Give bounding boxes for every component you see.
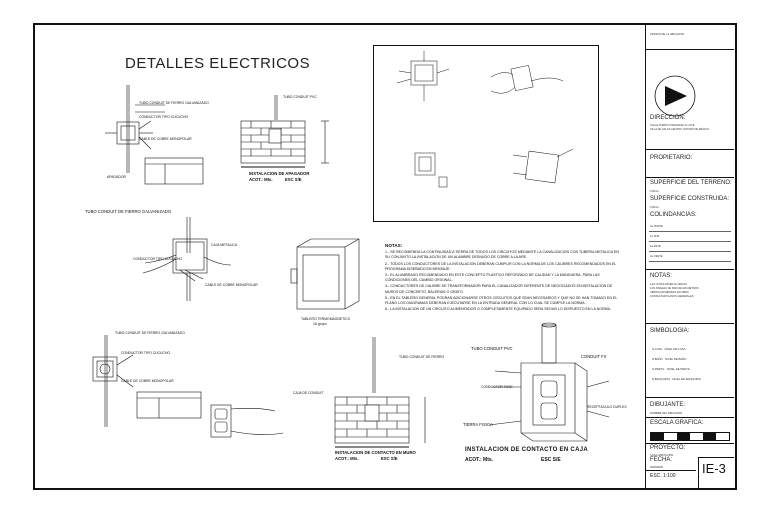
tb-nota-line: CONSULTAR PLANOS GENERALES — [650, 295, 694, 298]
tb-sup-construida: SUPERFICIE CONSTRUIDA: — [650, 196, 730, 202]
detail-contact-wall — [334, 337, 426, 448]
tb-direccion: DIRECCIÓN: — [650, 115, 686, 121]
caption-acot-3: ACOT.: Mts. — [465, 457, 494, 463]
tb-direccion-line1: CALLE PUERTO MANZANILLO LOTE — [650, 124, 695, 127]
note-item: 1.- SE RECOMIENDA LA CONTINUIDAD A TIERR… — [385, 250, 619, 260]
tb-fecha: FECHA: — [650, 457, 673, 463]
note-item: 5.- EN EL TABLERO GENERAL PODRAN ADICION… — [385, 295, 618, 306]
label-acot-1: ACOT.: Mts. — [249, 177, 273, 182]
tb-sym-row: N.BAÑO NIVEL DE BAÑO — [652, 357, 687, 361]
notes-block: NOTAS: 1.- SE RECOMIENDA LA CONTINUIDAD … — [385, 243, 621, 313]
tb-nota-line: VERIFICAR MEDIDAS EN OBRA — [650, 291, 689, 294]
inset-details — [396, 51, 574, 188]
caption-esc-3: ESC S/E — [541, 457, 561, 463]
detail-box-middle — [142, 217, 232, 301]
label-conductor-tipo: CONDUCTOR TIPO CUCUCHO — [133, 257, 183, 261]
detail-box-top-left — [105, 85, 204, 185]
label-conduit-fx: CONDUIT FX — [581, 354, 607, 359]
label-tubo-conduit-top: TUBO CONDUIT DE FIERRO GALVANIZADO — [139, 101, 209, 105]
label-caja-conduit: CAJA DE CONDUIT — [293, 391, 324, 395]
tb-escala-grafica: ESCALA GRAFICA: — [650, 420, 704, 426]
tb-esc: ESC. 1:100 — [650, 473, 676, 479]
tb-sym-row: N.PRETIL NIVEL DE PRETIL — [652, 367, 691, 371]
tb-sup-terreno-val: 0.00m2 — [650, 190, 659, 193]
tb-col-norte: AL NORTE — [650, 225, 663, 228]
north-arrow-icon — [654, 75, 696, 117]
tb-header-small: OPINION DE LA UBICACION — [650, 33, 685, 36]
tb-colindancias: COLINDANCIAS: — [650, 212, 697, 218]
title-block: OPINION DE LA UBICACION DIRECCIÓN: CALLE… — [645, 25, 735, 488]
label-conduit-fierro: TUBO CONDUIT DE FIERRO — [399, 355, 445, 359]
label-tierra-fisica: TIERRA FISICA — [463, 422, 493, 427]
label-tubo-pvc-2: TUBO CONDUIT PVC — [471, 346, 513, 351]
label-inst-contacto-muro: INSTALACION DE CONTACTO EN MURO — [335, 450, 416, 455]
label-esc-1: ESC S/E — [285, 177, 302, 182]
electrical-details-drawing — [92, 51, 610, 448]
detail-tablero — [290, 238, 360, 310]
notes-heading: NOTAS: — [385, 243, 403, 248]
tb-fecha-val: 00/00/0000 — [650, 466, 663, 469]
tb-col-oeste: AL OESTE — [650, 255, 663, 258]
tb-nota-line: LOS NIVELES SE INDICAN EN METROS — [650, 287, 699, 290]
detail-switch-wall — [240, 95, 329, 168]
label-inst-apagador: INSTALACION DE APAGADOR — [249, 171, 310, 176]
label-conductor-bottom: CONDUCTOR TIPO CUCUCHO — [121, 351, 171, 355]
note-item: 2.- TODOS LOS CONDUCTORES DE LA INSTALAC… — [385, 261, 617, 271]
tb-direccion-line2: VILLA DE SALAS CENTRO, ESTADO DE MÉXICO — [650, 128, 710, 131]
detail-box-bottom-left — [92, 335, 284, 438]
label-esc-2: ESC S/E — [381, 456, 398, 461]
drawing-area: DETALLES ELECTRICOS TUBO CONDUIT DE FIER… — [35, 25, 627, 488]
tb-simbologia: SIMBOLOGIA: — [650, 328, 690, 334]
inset-detail-box — [373, 45, 599, 222]
label-conductor-fase: CONDUCTOR FASE — [481, 385, 513, 389]
tb-sup-terreno: SUPERFICIE DEL TERRENO: — [650, 180, 732, 186]
label-tubo-conduit-mid: TUBO CONDUIT DE FIERRO GALVANIZADO — [85, 209, 172, 214]
note-item: 4.- CONDUCTORES DE CALIBRE DE TRANSFORMA… — [385, 284, 613, 294]
note-item: 3.- EL ALUMBRADO RECOMENDADO EN ESTE CON… — [385, 273, 600, 283]
tb-nota-line: LAS COTAS RIGEN AL DIBUJO — [650, 283, 688, 286]
label-cable-cobre-bottom: CABLE DE COBRE MONOPOLAR — [121, 379, 174, 383]
drawing-sheet: DETALLES ELECTRICOS TUBO CONDUIT DE FIER… — [33, 23, 737, 490]
sheet-title: DETALLES ELECTRICOS — [125, 55, 311, 72]
tb-col-este: AL ESTE — [650, 245, 661, 248]
label-tablero-sub: 1A grupo — [313, 322, 327, 326]
graphic-scale-bar — [650, 432, 730, 441]
tb-notas: NOTAS: — [650, 273, 672, 279]
tb-proyecto: PROYECTO: — [650, 445, 686, 451]
label-receptaculo: RECEPTACULO DUPLEX — [587, 405, 627, 409]
label-acot-2: ACOT.: Mts. — [335, 456, 359, 461]
tb-sym-row: N.BANQUETA NIVEL DE BANQUETA — [652, 377, 701, 381]
tb-sup-construida-val: 0.00m2 — [650, 206, 659, 209]
detail-contact-box — [488, 322, 610, 442]
tb-sym-row: N.LOSA NIVEL DE LOSA — [652, 347, 686, 351]
sheet-number: IE-3 — [702, 461, 726, 476]
label-cable-cobre-top: CABLE DE COBRE MONOPOLAR — [139, 137, 192, 141]
tb-dibujante-val: NOMBRE DEL DIBUJANTE — [650, 412, 683, 415]
tb-proyecto-val: CASA HABITACIÓN — [650, 454, 674, 457]
tb-dibujante: DIBUJANTE: — [650, 402, 686, 408]
label-tablero: TABLERO TERMOMAGNETICO — [301, 317, 351, 321]
tb-col-sur: AL SUR — [650, 235, 660, 238]
label-caja-metalica: CAJA METALICA — [211, 243, 238, 247]
tb-propietario: PROPIETARIO: — [650, 155, 693, 161]
label-tubo-conduit-bottom: TUBO CONDUIT DE FIERRO GALVANIZADO — [115, 331, 185, 335]
note-item: 6.- LA INSTALACION DE UN CIRCUITO ALIMEN… — [385, 307, 612, 312]
label-conductor: CONDUCTOR TIPO CUCUCHO — [139, 115, 189, 119]
label-cable-cobre-mid: CABLE DE COBRE MONOPOLAR — [205, 283, 258, 287]
label-apagador: APAGADOR — [107, 175, 126, 179]
label-tubo-pvc: TUBO CONDUIT PVC — [283, 95, 317, 99]
caption-inst-contacto-caja: INSTALACION DE CONTACTO EN CAJA — [465, 447, 588, 453]
